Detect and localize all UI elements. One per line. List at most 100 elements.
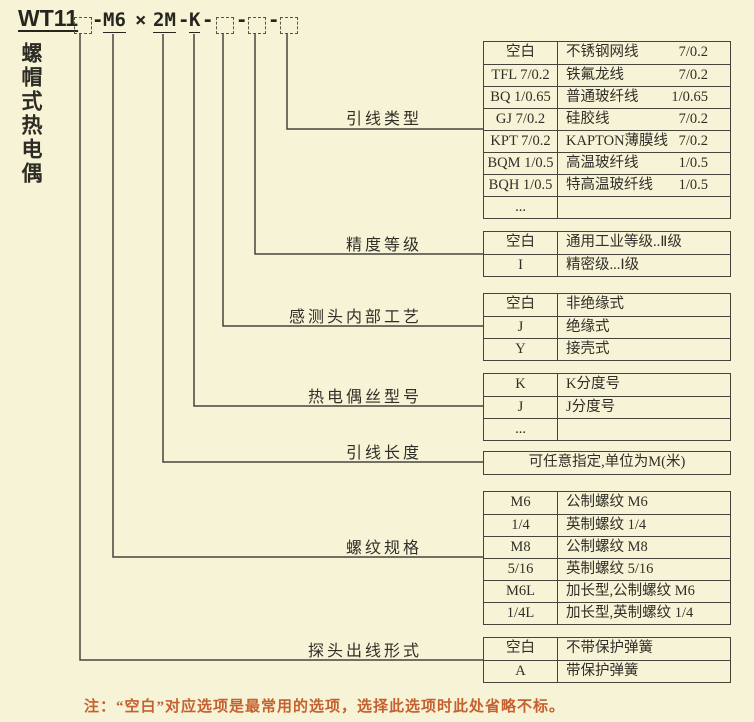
option-code-cell: M8 — [484, 537, 558, 558]
option-code-cell: K — [484, 374, 558, 396]
table-row: 空白不带保护弹簧 — [484, 638, 730, 660]
code-dash: - — [236, 9, 248, 31]
connector-line — [222, 34, 483, 327]
option-desc-cell: 绝缘式 — [558, 317, 730, 338]
option-desc-text: 通用工业等级..Ⅱ级 — [566, 234, 682, 250]
option-code-cell: 1/4 — [484, 515, 558, 536]
option-spec-text: 7/0.2 — [678, 67, 708, 83]
option-desc-cell: 铁氟龙线 7/0.2 — [558, 65, 730, 86]
group-label-accuracy-class: 精度等级 — [345, 237, 422, 254]
option-desc-text: 公制螺纹 M8 — [566, 539, 648, 555]
table-row: ... — [484, 196, 730, 218]
option-desc-text: K分度号 — [566, 376, 620, 392]
option-code-cell: A — [484, 661, 558, 682]
table-row: J 绝缘式 — [484, 316, 730, 338]
option-code-cell: 空白 — [484, 232, 558, 254]
option-desc-cell: 精密级...Ⅰ级 — [558, 255, 730, 276]
option-code-cell: J — [484, 397, 558, 418]
option-code-cell: ... — [484, 419, 558, 440]
table-row: M8 公制螺纹 M8 — [484, 536, 730, 558]
option-desc-cell: 特高温玻纤线 1/0.5 — [558, 175, 730, 196]
option-desc-cell: 带保护弹簧 — [558, 661, 730, 682]
code-dash: - — [202, 9, 214, 31]
group-label-lead-length: 引线长度 — [345, 445, 422, 462]
model-series-code: WT11 — [18, 5, 79, 31]
option-desc-cell: 加长型,英制螺纹 1/4 — [558, 603, 730, 624]
product-name-vertical: 螺帽式热电偶 — [19, 42, 43, 186]
option-desc-text: 硅胶线 — [566, 111, 610, 127]
wire-type-code-text: K — [189, 9, 201, 33]
multiply-sign: × — [135, 9, 147, 31]
blank-option-box — [74, 17, 92, 34]
option-code-cell: 1/4L — [484, 603, 558, 624]
option-desc-cell: 普通玻纤线 1/0.65 — [558, 87, 730, 108]
option-desc-cell: 加长型,公制螺纹 M6 — [558, 581, 730, 602]
group-label-sensor-internal-process: 感测头内部工艺 — [288, 309, 422, 326]
option-cell: 可任意指定,单位为M(米) — [528, 454, 686, 470]
blank-option-box — [216, 17, 234, 34]
option-desc-text: 加长型,英制螺纹 1/4 — [566, 605, 694, 621]
option-desc-cell: 非绝缘式 — [558, 294, 730, 316]
option-desc-text: 不带保护弹簧 — [566, 640, 653, 656]
table-row: BQ 1/0.65 普通玻纤线 1/0.65 — [484, 86, 730, 108]
option-code-cell: GJ 7/0.2 — [484, 109, 558, 130]
option-desc-text: 英制螺纹 5/16 — [566, 561, 654, 577]
option-spec-text: 1/0.65 — [671, 89, 708, 105]
option-desc-cell — [558, 419, 730, 440]
option-desc-text: 绝缘式 — [566, 319, 610, 335]
length-code: 2M — [153, 8, 176, 33]
option-desc-cell: 公制螺纹 M6 — [558, 492, 730, 514]
option-code-cell: ... — [484, 197, 558, 218]
table-row: 1/4L 加长型,英制螺纹 1/4 — [484, 602, 730, 624]
option-desc-text: 加长型,公制螺纹 M6 — [566, 583, 695, 599]
connector-line — [79, 34, 483, 661]
option-desc-text: 英制螺纹 1/4 — [566, 517, 647, 533]
option-desc-cell: 英制螺纹 1/4 — [558, 515, 730, 536]
option-desc-text: 公制螺纹 M6 — [566, 494, 648, 510]
group-label-lead-wire-type: 引线类型 — [345, 111, 422, 128]
option-code-cell: M6 — [484, 492, 558, 514]
option-code-cell: J — [484, 317, 558, 338]
table-row: M6 公制螺纹 M6 — [484, 492, 730, 514]
option-desc-text: 带保护弹簧 — [566, 663, 639, 679]
option-spec-text: 1/0.5 — [678, 177, 708, 193]
blank-option-box — [248, 17, 266, 34]
table-row: 5/16 英制螺纹 5/16 — [484, 558, 730, 580]
option-code-cell: BQ 1/0.65 — [484, 87, 558, 108]
option-desc-text: 铁氟龙线 — [566, 67, 624, 83]
table-row: 空白非绝缘式 — [484, 294, 730, 316]
wire-type-code: K — [189, 8, 201, 33]
option-code-cell: 空白 — [484, 294, 558, 316]
option-code-cell: 5/16 — [484, 559, 558, 580]
table-lead-length: 可任意指定,单位为M(米) — [483, 451, 731, 475]
option-code-cell: I — [484, 255, 558, 276]
option-desc-cell: 接壳式 — [558, 339, 730, 360]
connector-line — [193, 34, 483, 407]
option-desc-text: 普通玻纤线 — [566, 89, 639, 105]
option-desc-text: 非绝缘式 — [566, 296, 624, 312]
option-desc-cell: 公制螺纹 M8 — [558, 537, 730, 558]
table-row: 可任意指定,单位为M(米) — [484, 452, 730, 474]
table-row: K K分度号 — [484, 374, 730, 396]
table-row: 1/4 英制螺纹 1/4 — [484, 514, 730, 536]
option-code-cell: 空白 — [484, 638, 558, 660]
option-desc-text: 特高温玻纤线 — [566, 177, 653, 193]
table-row: ... — [484, 418, 730, 440]
